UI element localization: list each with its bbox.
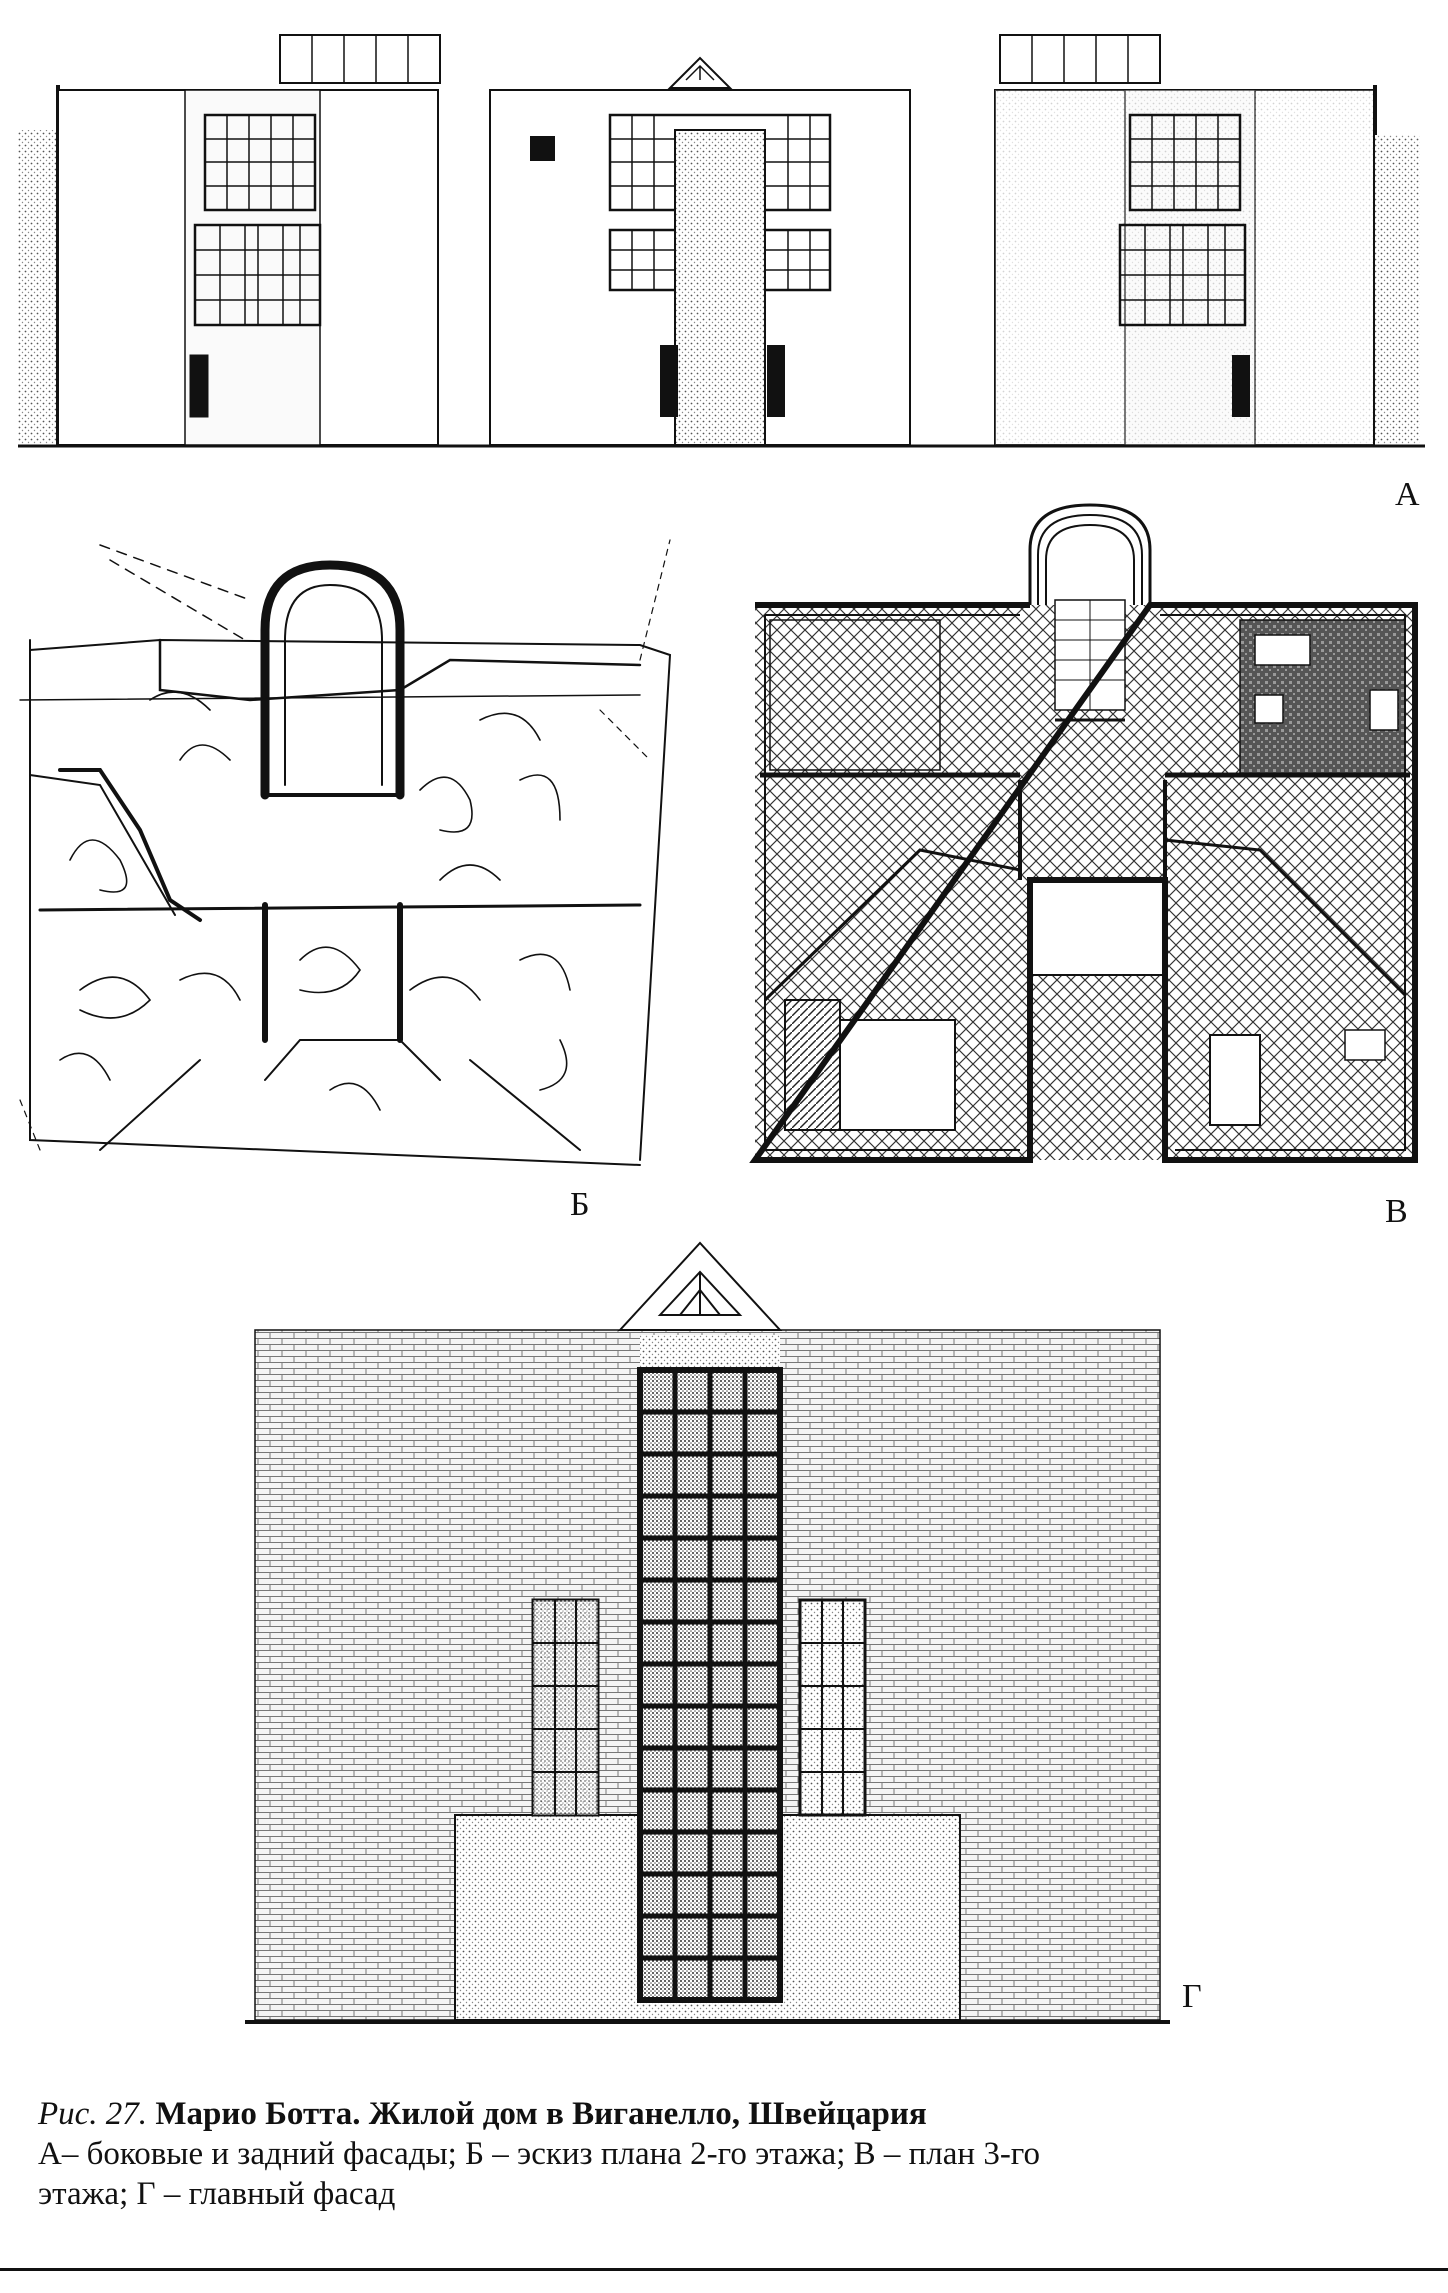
caption-line-2: этажа; Г – главный фасад xyxy=(38,2176,396,2212)
bottom-rule xyxy=(0,2268,1448,2271)
main-facade-drawing xyxy=(245,1241,1170,2024)
panel-label-g: Г xyxy=(1182,1978,1202,2015)
panel-label-a: А xyxy=(1395,476,1420,513)
figure-title: Марио Ботта. Жилой дом в Виганелло, Швей… xyxy=(155,2096,927,2132)
panel-label-b: Б xyxy=(570,1186,590,1223)
figure-caption: Рис. 27. Марио Ботта. Жилой дом в Вигане… xyxy=(38,2094,1428,2214)
figure-reference: Рис. 27. xyxy=(38,2096,148,2132)
sketch-plan-2nd-floor xyxy=(19,539,672,1166)
plan-3rd-floor xyxy=(749,503,1418,1163)
caption-line-1: А– боковые и задний фасады; Б – эскиз пл… xyxy=(38,2136,1041,2172)
facade-side-rear-drawing xyxy=(18,34,1425,448)
caption-heading: Рис. 27. Марио Ботта. Жилой дом в Вигане… xyxy=(38,2094,1428,2134)
panel-label-v: В xyxy=(1385,1193,1408,1230)
